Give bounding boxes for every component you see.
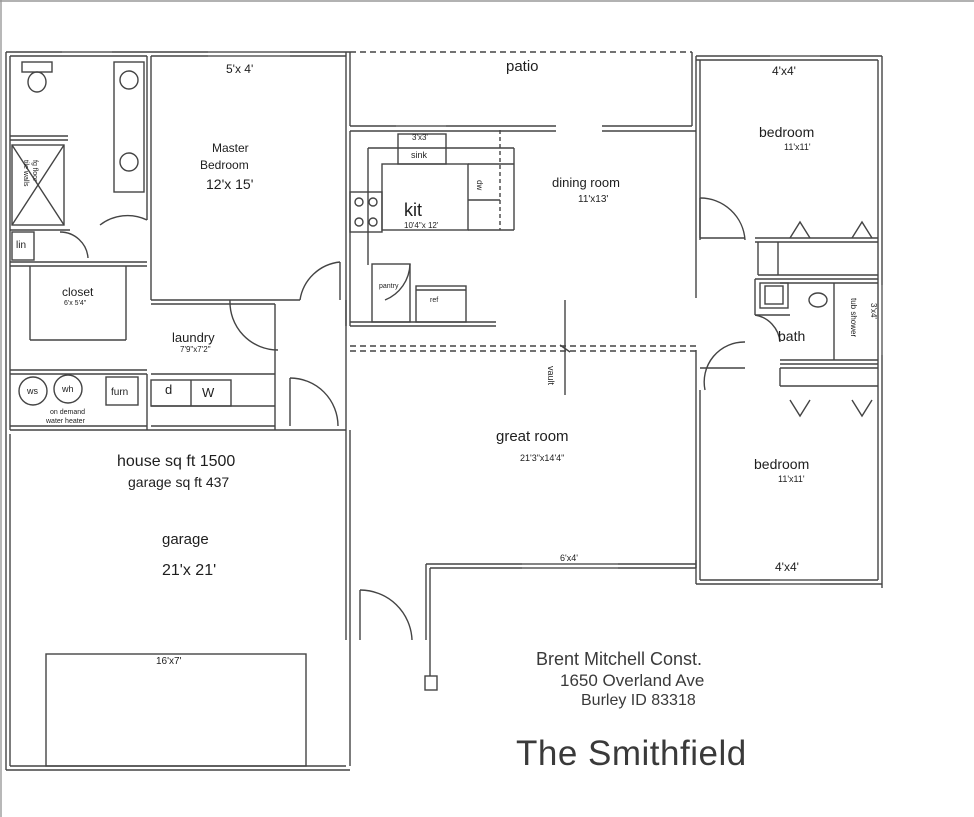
bedroom1-window-label: 4'x4' (772, 64, 796, 78)
bedroom1-label: bedroom (759, 124, 815, 140)
great-room-label: great room (496, 428, 569, 445)
bath-label: bath (778, 328, 806, 344)
dishwasher-label: dw (475, 180, 484, 191)
master-window-label: 5'x 4' (226, 62, 254, 76)
water-heater-note-2: water heater (46, 418, 85, 425)
kitchen-label: kit (404, 200, 422, 220)
pantry-label: pantry (379, 283, 399, 290)
kitchen-size-label: 10'4"x 12' (404, 221, 439, 230)
master-label-line2: Bedroom (200, 158, 249, 172)
refrigerator-label: ref (430, 297, 439, 304)
tub-shower-label: tub shower (849, 298, 858, 338)
closet-label: closet (62, 285, 94, 299)
water-heater-note-1: on demand (50, 409, 86, 416)
dining-room-size-label: 11'x13' (578, 194, 609, 205)
master-label-line1: Master (212, 141, 249, 155)
furnace-label: furn (111, 387, 129, 398)
washer-label: W (202, 385, 215, 400)
kitchen-window-label: 3'x3' (412, 133, 428, 142)
dining-room-label: dining room (552, 175, 620, 190)
closet-size-label: 6'x 5'4" (64, 300, 87, 307)
builder-name: Brent Mitchell Const. (536, 649, 703, 669)
garage-size-label: 21'x 21' (162, 562, 217, 579)
garage-sqft-label: garage sq ft 437 (128, 474, 230, 490)
great-room-window-label: 6'x4' (560, 553, 578, 563)
great-room-size-label: 21'3"x14'4" (520, 453, 565, 463)
house-sqft-label: house sq ft 1500 (117, 453, 236, 470)
patio-label: patio (506, 58, 539, 75)
bedroom2-size-label: 11'x11' (778, 474, 805, 484)
bedroom1-size-label: 11'x11' (784, 142, 811, 152)
bedroom2-window-label: 4'x4' (775, 560, 799, 574)
plan-title: The Smithfield (516, 734, 747, 773)
sink-label: sink (411, 150, 428, 160)
vault-label: vault (546, 366, 556, 386)
laundry-size-label: 7'9"x7'2" (180, 345, 211, 354)
master-size-label: 12'x 15' (206, 176, 254, 192)
builder-city: Burley ID 83318 (581, 692, 696, 709)
garage-label: garage (162, 531, 209, 548)
dryer-label: d (165, 382, 173, 397)
shower-tile-walls-label: tile walls (22, 160, 29, 187)
linen-label: lin (16, 240, 27, 251)
bath-window-label: 3'x4' (869, 303, 878, 319)
water-heater-label: wh (62, 384, 74, 394)
water-softener-label: ws (27, 386, 38, 396)
builder-address: 1650 Overland Ave (560, 671, 705, 690)
garage-door-label: 16'x7' (156, 656, 182, 667)
bedroom2-label: bedroom (754, 456, 810, 472)
shower-fg-floor-label: fg floor (31, 160, 38, 182)
laundry-label: laundry (172, 330, 215, 345)
